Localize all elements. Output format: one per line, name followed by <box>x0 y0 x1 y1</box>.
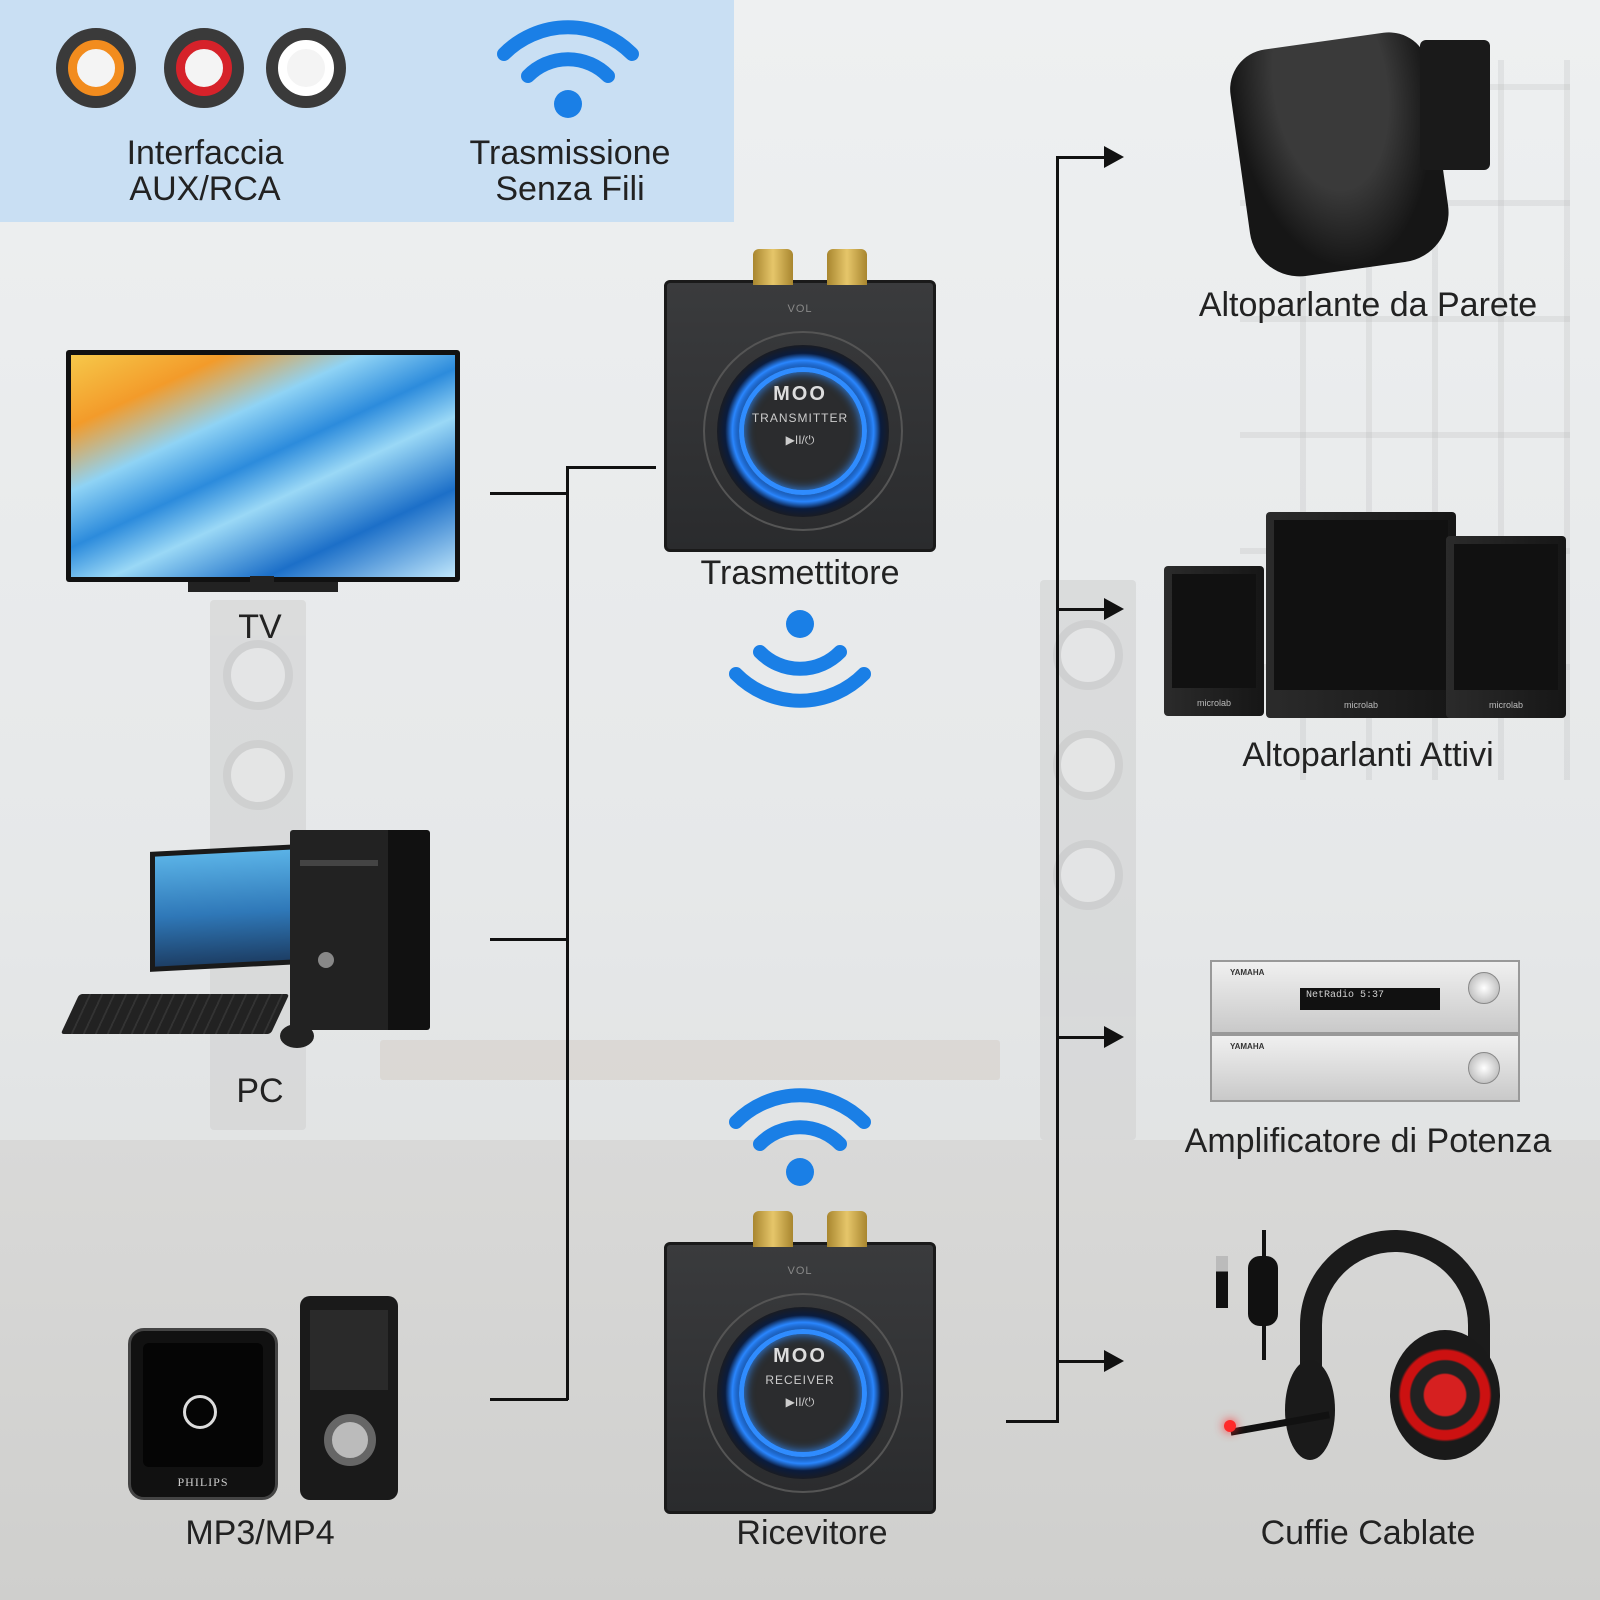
pc-keyboard <box>60 994 290 1034</box>
vol-label: VOL <box>787 303 813 315</box>
tv-device <box>66 350 460 582</box>
connector-line <box>490 938 568 941</box>
wifi-down-icon <box>729 610 871 708</box>
connector-line <box>1056 156 1106 159</box>
connector-line <box>1006 1420 1059 1423</box>
mp3-brand: PHILIPS <box>177 1475 229 1489</box>
brand-logo: MOO <box>773 1345 827 1367</box>
rca-jack-red-icon <box>164 28 244 108</box>
headset-ear-cup <box>1285 1360 1335 1460</box>
arrow-active-speakers <box>1104 598 1124 620</box>
connector-line <box>566 466 569 1400</box>
mode-label: TRANSMITTER <box>751 411 849 425</box>
background-table <box>380 1040 1000 1080</box>
amp-display: NetRadio 5:37 <box>1300 988 1440 1010</box>
rca-jack-white-icon <box>266 28 346 108</box>
mode-label: RECEIVER <box>765 1373 835 1387</box>
mp3-label: MP3/MP4 <box>185 1514 335 1552</box>
headphones-label: Cuffie Cablate <box>1260 1514 1476 1552</box>
amplifier-top-unit: YAMAHA NetRadio 5:37 <box>1210 960 1520 1034</box>
active-subwoofer: microlab <box>1266 512 1456 718</box>
wifi-icon <box>497 20 639 118</box>
arrow-headphones <box>1104 1350 1124 1372</box>
connector-line <box>490 1398 568 1401</box>
tv-label: TV <box>238 608 282 646</box>
brand-logo: MOO <box>773 383 827 405</box>
pc-power-icon <box>318 952 334 968</box>
pc-label: PC <box>236 1072 284 1110</box>
play-power-icon: ▶II/⏻ <box>785 1395 815 1409</box>
active-speakers-label: Altoparlanti Attivi <box>1242 736 1494 774</box>
rca-jack-orange-icon <box>56 28 136 108</box>
headset-mic-led <box>1224 1420 1236 1432</box>
play-pause-icon <box>183 1395 217 1429</box>
interface-label: Interfaccia AUX/RCA <box>126 134 284 208</box>
tv-stand <box>188 582 338 592</box>
click-wheel-icon <box>324 1414 376 1466</box>
connector-line <box>1056 1360 1106 1363</box>
wall-speaker-label: Altoparlante da Parete <box>1198 286 1538 324</box>
play-power-icon: ▶II/⏻ <box>785 433 815 447</box>
vol-label: VOL <box>787 1265 813 1277</box>
headset-ear-cup <box>1390 1330 1500 1460</box>
active-speaker-left: microlab <box>1164 566 1264 716</box>
amplifier-bottom-unit: YAMAHA <box>1210 1034 1520 1102</box>
active-speaker-right: microlab <box>1446 536 1566 718</box>
wifi-icon <box>729 1088 871 1186</box>
headset-inline-control <box>1248 1256 1278 1326</box>
mp3-player: PHILIPS <box>128 1328 278 1500</box>
pc-mouse <box>280 1024 314 1048</box>
usb-plug-icon <box>1216 1256 1228 1308</box>
wall-mount <box>1420 40 1490 170</box>
connector-line <box>490 492 568 495</box>
connector-line <box>566 466 656 469</box>
receiver-label: Ricevitore <box>736 1514 888 1552</box>
background-tower-speaker <box>1040 580 1136 1140</box>
wireless-label: Trasmissione Senza Fili <box>469 134 671 208</box>
connector-line <box>1056 156 1059 1422</box>
connector-line <box>1056 1036 1106 1039</box>
tv-stand <box>250 576 274 586</box>
receiver-device: VOL MOO RECEIVER ▶II/⏻ <box>664 1211 936 1514</box>
arrow-wall-speaker <box>1104 146 1124 168</box>
pc-monitor <box>150 844 300 972</box>
amplifier-label: Amplificatore di Potenza <box>1184 1122 1552 1160</box>
transmitter-label: Trasmettitore <box>700 554 900 592</box>
arrow-amplifier <box>1104 1026 1124 1048</box>
pc-drive <box>300 860 378 866</box>
connector-line <box>1056 608 1106 611</box>
mp4-player <box>300 1296 398 1500</box>
transmitter-device: VOL MOO TRANSMITTER ▶II/⏻ <box>664 249 936 552</box>
